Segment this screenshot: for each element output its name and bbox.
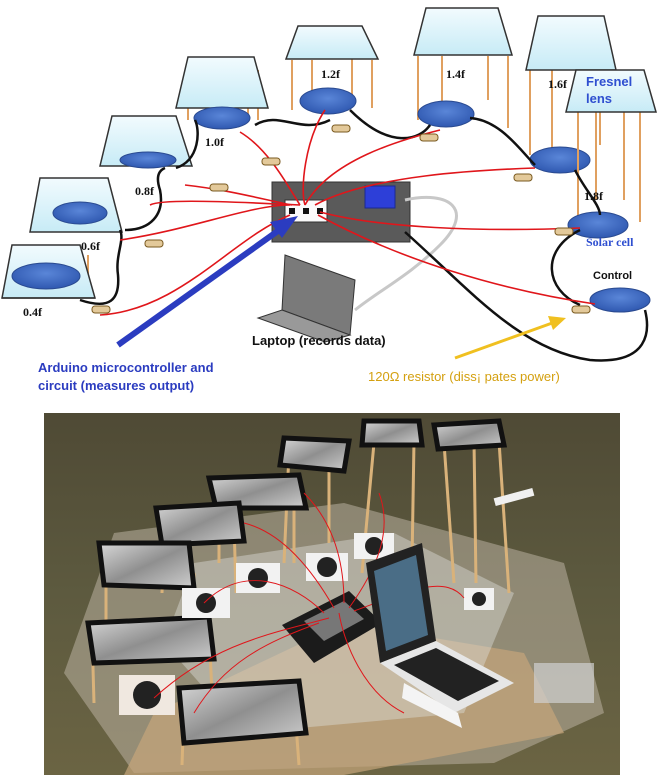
focal-label: 1.0f <box>205 135 225 149</box>
fresnel-lens-label-2: lens <box>586 91 612 106</box>
arduino-arrow <box>116 216 298 348</box>
solar-cell <box>119 151 177 169</box>
solar-cell <box>567 211 629 239</box>
focal-label: 0.4f <box>23 305 43 319</box>
arduino-label-line1: Arduino microcontroller and <box>38 360 214 375</box>
fresnel-lens-label: Fresnel <box>586 74 632 89</box>
solar-cell <box>52 201 108 225</box>
resistors <box>91 124 591 314</box>
lens-station-1.0f <box>175 56 269 130</box>
lens-station-1.8f <box>565 69 657 239</box>
photo-of-experimental-setup <box>44 413 620 775</box>
solar-cell <box>193 106 251 130</box>
control-label: Control <box>593 270 632 282</box>
solar-cell <box>529 146 591 174</box>
lens-station-0.8f <box>99 115 194 169</box>
lens-station-1.4f <box>413 7 514 128</box>
solar-cell <box>299 87 357 115</box>
laptop-label: Laptop (records data) <box>252 333 386 348</box>
setup-diagram: 0.4f 0.6f 0.8f 1.0f 1.2f <box>1 7 657 393</box>
lens-station-0.4f <box>1 244 96 299</box>
lens-station-0.6f <box>29 177 123 233</box>
arduino-label-line2: circuit (measures output) <box>38 378 194 393</box>
resistor-label: 120Ω resistor (diss¡ pates power) <box>368 369 560 384</box>
focal-label: 1.6f <box>548 77 568 91</box>
lens-station-1.2f <box>284 25 380 115</box>
resistor-arrow <box>454 316 566 360</box>
focal-label: 0.6f <box>81 239 101 253</box>
focal-label: 0.8f <box>135 184 155 198</box>
focal-label: 1.2f <box>321 67 341 81</box>
control-solar-cell <box>589 287 651 313</box>
laptop-icon <box>256 254 356 343</box>
solar-cell-label: Solar cell <box>586 235 634 249</box>
solar-cell <box>417 100 475 128</box>
solar-cell <box>11 262 81 290</box>
arduino-board <box>271 181 411 243</box>
focal-label: 1.4f <box>446 67 466 81</box>
